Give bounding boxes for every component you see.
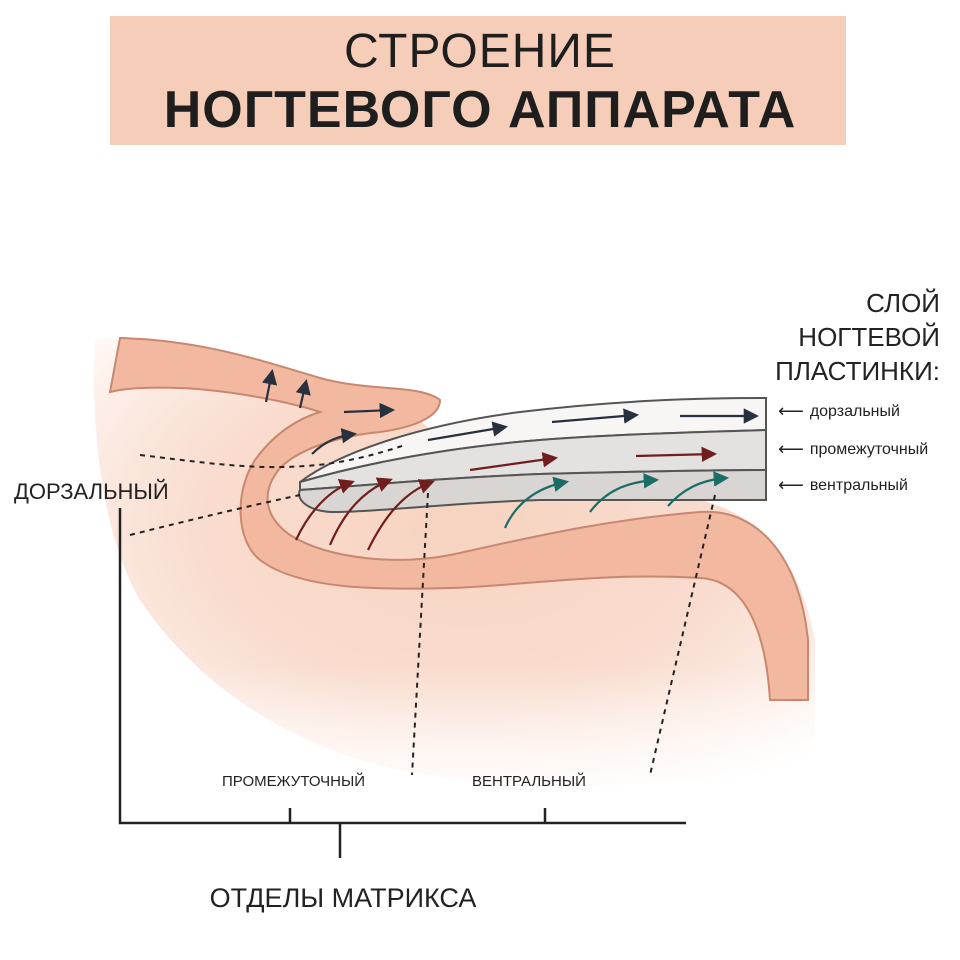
title-band [110, 16, 846, 145]
left-arrow-icon: ⟵ [778, 401, 804, 421]
ventral-arrow [667, 471, 730, 507]
layers-heading-line: НОГТЕВОЙ [798, 322, 940, 352]
matrix-intermediate-label: ПРОМЕЖУТОЧНЫЙ [222, 773, 366, 790]
title-line-1: СТРОЕНИЕ [344, 25, 616, 78]
dorsal-arrow [262, 368, 278, 403]
dorsal-arrow [551, 408, 640, 424]
layer-label-intermediate: ⟵ промежуточный [778, 439, 928, 460]
intermediate-arrow [367, 479, 435, 551]
intermediate-arrow [295, 478, 355, 541]
layer-label-text: вентральный [809, 476, 908, 494]
dorsal-arrow [343, 402, 396, 419]
left-arrow-icon: ⟵ [778, 439, 804, 459]
guide-dorsal-matrix [129, 494, 301, 536]
ventral-arrow [503, 476, 570, 529]
intermediate-arrow [635, 446, 718, 463]
left-arrow-icon: ⟵ [778, 475, 804, 495]
layer-label-text: дорзальный [809, 402, 900, 420]
title-line-2: НОГТЕВОГО АППАРАТА [163, 81, 797, 139]
layers-heading-line: ПЛАСТИНКИ: [775, 356, 940, 386]
matrix-axis [118, 508, 686, 825]
ventral-arrow [589, 473, 660, 513]
guide-intermediate-matrix [411, 492, 429, 776]
matrix-ventral-label: ВЕНТРАЛЬНЫЙ [472, 773, 586, 790]
guide-ventral-matrix [649, 494, 716, 776]
layer-label-ventral: ⟵ вентральный [778, 475, 908, 496]
layers-heading: СЛОЙ НОГТЕВОЙ ПЛАСТИНКИ: [720, 286, 940, 388]
dorsal-arrow [295, 378, 311, 409]
layer-label-text: промежуточный [809, 440, 929, 458]
intermediate-arrow [328, 477, 393, 546]
proximal-nail-fold [108, 336, 809, 701]
dorsal-arrow [427, 421, 509, 442]
dorsal-arrow [311, 428, 358, 455]
matrix-dorsal-label: ДОРЗАЛЬНЫЙ [14, 479, 169, 504]
intermediate-arrow [469, 452, 559, 472]
layer-label-dorsal: ⟵ дорзальный [778, 401, 900, 422]
matrix-axis-label: ОТДЕЛЫ МАТРИКСА [209, 883, 477, 913]
layers-heading-line: СЛОЙ [866, 288, 940, 318]
